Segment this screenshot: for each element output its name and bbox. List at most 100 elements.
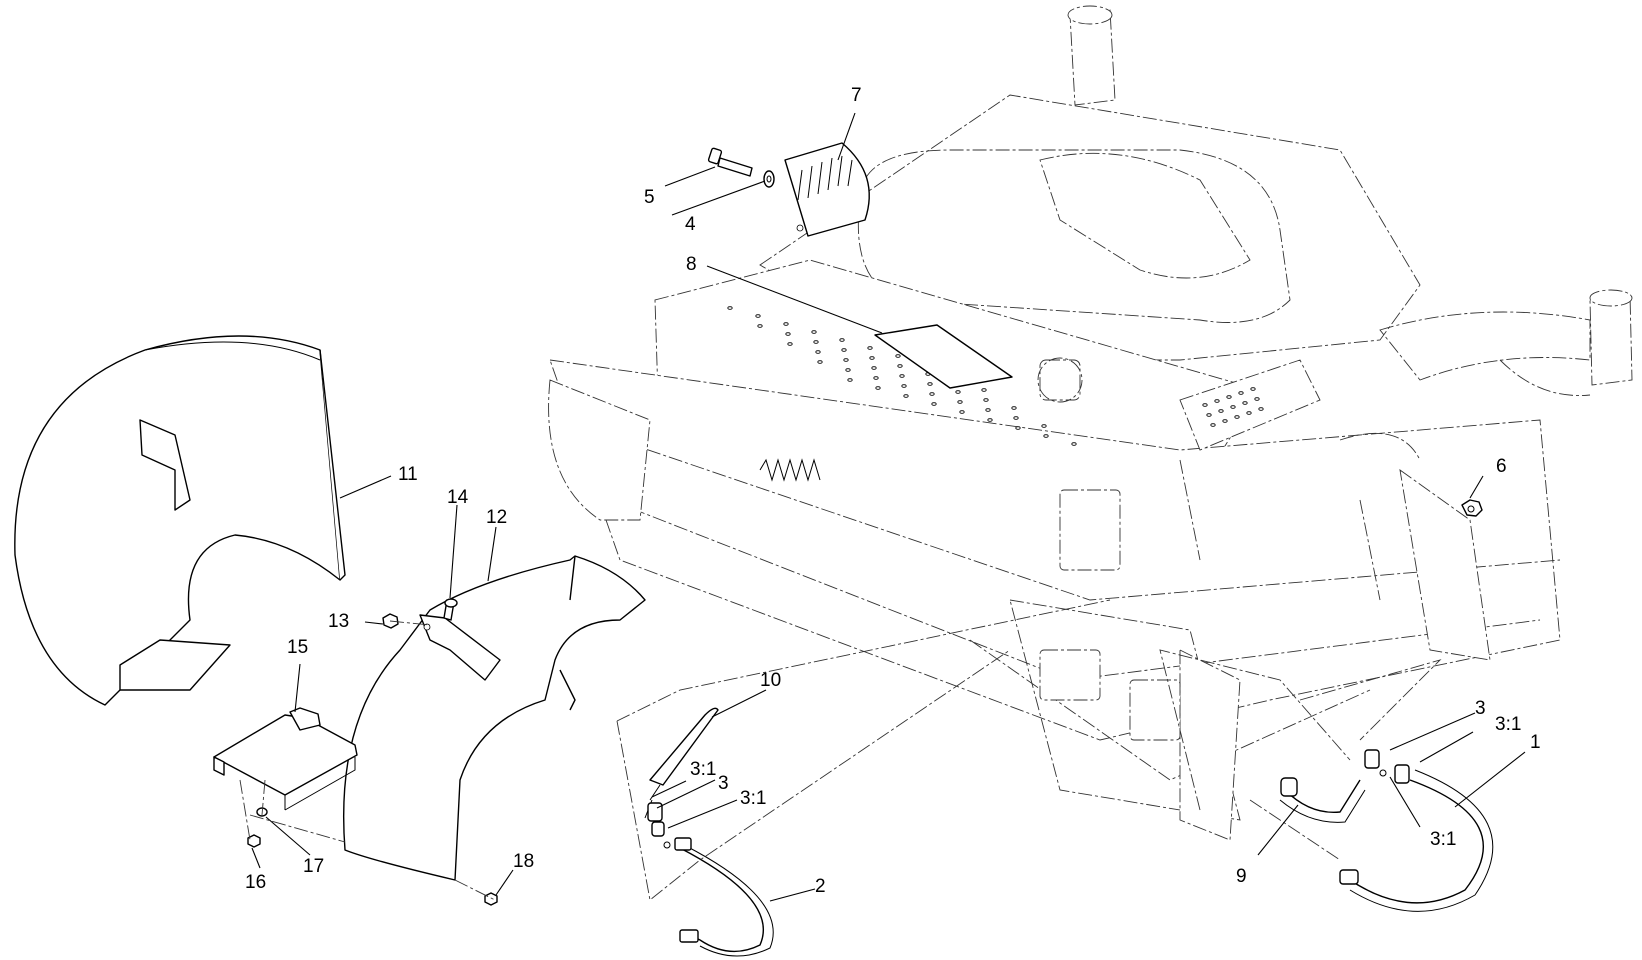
part-1-hose xyxy=(1339,769,1494,912)
deck-hole xyxy=(847,378,853,382)
part-3-fitting-right xyxy=(1364,749,1410,784)
deck-hole xyxy=(875,386,881,390)
deck-hole xyxy=(1238,391,1244,395)
deck-hole xyxy=(1230,405,1236,409)
deck-hole xyxy=(841,348,847,352)
deck-hole xyxy=(1226,395,1232,399)
deck-hole xyxy=(813,340,819,344)
part-6-nut xyxy=(1461,499,1483,517)
part-10-hose xyxy=(644,707,719,819)
deck-hole xyxy=(1202,403,1208,407)
callout-2: 2 xyxy=(815,876,826,897)
deck-hole xyxy=(1258,407,1264,411)
deck-hole xyxy=(873,376,879,380)
part-9-hose xyxy=(1279,777,1366,823)
part-15-bracket xyxy=(213,707,358,811)
deck-hole xyxy=(931,402,937,406)
callout-6: 6 xyxy=(1496,456,1507,477)
deck-hole xyxy=(1071,442,1077,446)
callout-3-1-right-upper: 3:1 xyxy=(1495,714,1521,735)
callout-13: 13 xyxy=(328,611,349,632)
deck-hole xyxy=(839,338,845,342)
deck-hole xyxy=(895,354,901,358)
hose-routing-lines xyxy=(616,599,1442,901)
deck-hole xyxy=(1234,415,1240,419)
part-7-grille-shield xyxy=(784,142,870,237)
callout-1: 1 xyxy=(1530,732,1541,753)
deck-hole xyxy=(899,374,905,378)
callout-4: 4 xyxy=(685,214,696,235)
part-3-fitting-left xyxy=(647,802,671,849)
callout-14: 14 xyxy=(447,487,469,508)
deck-hole-pattern xyxy=(727,306,1264,446)
deck-hole xyxy=(985,408,991,412)
deck-hole xyxy=(869,356,875,360)
deck-hole xyxy=(929,392,935,396)
frame-assembly xyxy=(548,5,1633,841)
callout-7: 7 xyxy=(851,85,862,106)
deck-hole xyxy=(1206,413,1212,417)
deck-hole xyxy=(1242,401,1248,405)
callout-12: 12 xyxy=(486,507,507,528)
deck-hole xyxy=(1246,411,1252,415)
deck-hole xyxy=(957,400,963,404)
deck-hole xyxy=(1011,406,1017,410)
deck-hole xyxy=(1218,409,1224,413)
deck-hole xyxy=(1013,416,1019,420)
deck-hole xyxy=(815,350,821,354)
callout-18: 18 xyxy=(513,851,534,872)
deck-hole xyxy=(757,324,763,328)
deck-hole xyxy=(981,388,987,392)
part-5-bolt xyxy=(707,147,753,177)
callout-3-left: 3 xyxy=(718,773,729,794)
part-16-bolt xyxy=(247,834,261,848)
deck-hole xyxy=(1041,424,1047,428)
deck-hole xyxy=(959,410,965,414)
deck-hole xyxy=(1043,434,1049,438)
part-12-inner-fender xyxy=(342,555,646,881)
deck-hole xyxy=(1214,399,1220,403)
part-18-bolt xyxy=(484,892,498,906)
deck-hole xyxy=(811,330,817,334)
callout-labels: 1 2 3 3:1 3:1 3:1 3 3:1 4 5 6 7 8 9 10 1… xyxy=(245,85,1541,897)
deck-hole xyxy=(785,332,791,336)
deck-hole xyxy=(1254,397,1260,401)
fender-assembly-lines xyxy=(239,620,496,901)
deck-hole xyxy=(843,358,849,362)
part-2-hose xyxy=(674,837,774,957)
deck-hole xyxy=(1222,419,1228,423)
callout-3-1-right-lower: 3:1 xyxy=(1430,829,1456,850)
deck-hole xyxy=(1210,423,1216,427)
deck-hole xyxy=(987,418,993,422)
callout-3-right: 3 xyxy=(1475,698,1486,719)
part-11-left-fender xyxy=(14,335,346,706)
callout-11: 11 xyxy=(398,464,418,485)
callout-17: 17 xyxy=(303,856,324,877)
deck-hole xyxy=(897,364,903,368)
callout-16: 16 xyxy=(245,872,266,893)
callout-3-1-left-lower: 3:1 xyxy=(740,788,766,809)
part-8-plate xyxy=(874,324,1013,389)
deck-hole xyxy=(1250,387,1256,391)
callout-15: 15 xyxy=(287,637,308,658)
callout-3-1-left-upper: 3:1 xyxy=(690,759,716,780)
deck-hole xyxy=(727,306,733,310)
deck-hole xyxy=(983,398,989,402)
part-4-washer xyxy=(763,170,775,188)
callout-10: 10 xyxy=(760,670,781,691)
callout-5: 5 xyxy=(644,187,655,208)
callout-8: 8 xyxy=(686,254,697,275)
deck-hole xyxy=(903,394,909,398)
deck-hole xyxy=(927,382,933,386)
deck-hole xyxy=(867,346,873,350)
leader-lines xyxy=(251,112,1526,902)
deck-hole xyxy=(901,384,907,388)
deck-hole xyxy=(845,368,851,372)
deck-hole xyxy=(787,342,793,346)
deck-hole xyxy=(755,314,761,318)
deck-hole xyxy=(955,390,961,394)
deck-hole xyxy=(783,322,789,326)
part-14-bolt xyxy=(443,598,458,621)
deck-hole xyxy=(871,366,877,370)
